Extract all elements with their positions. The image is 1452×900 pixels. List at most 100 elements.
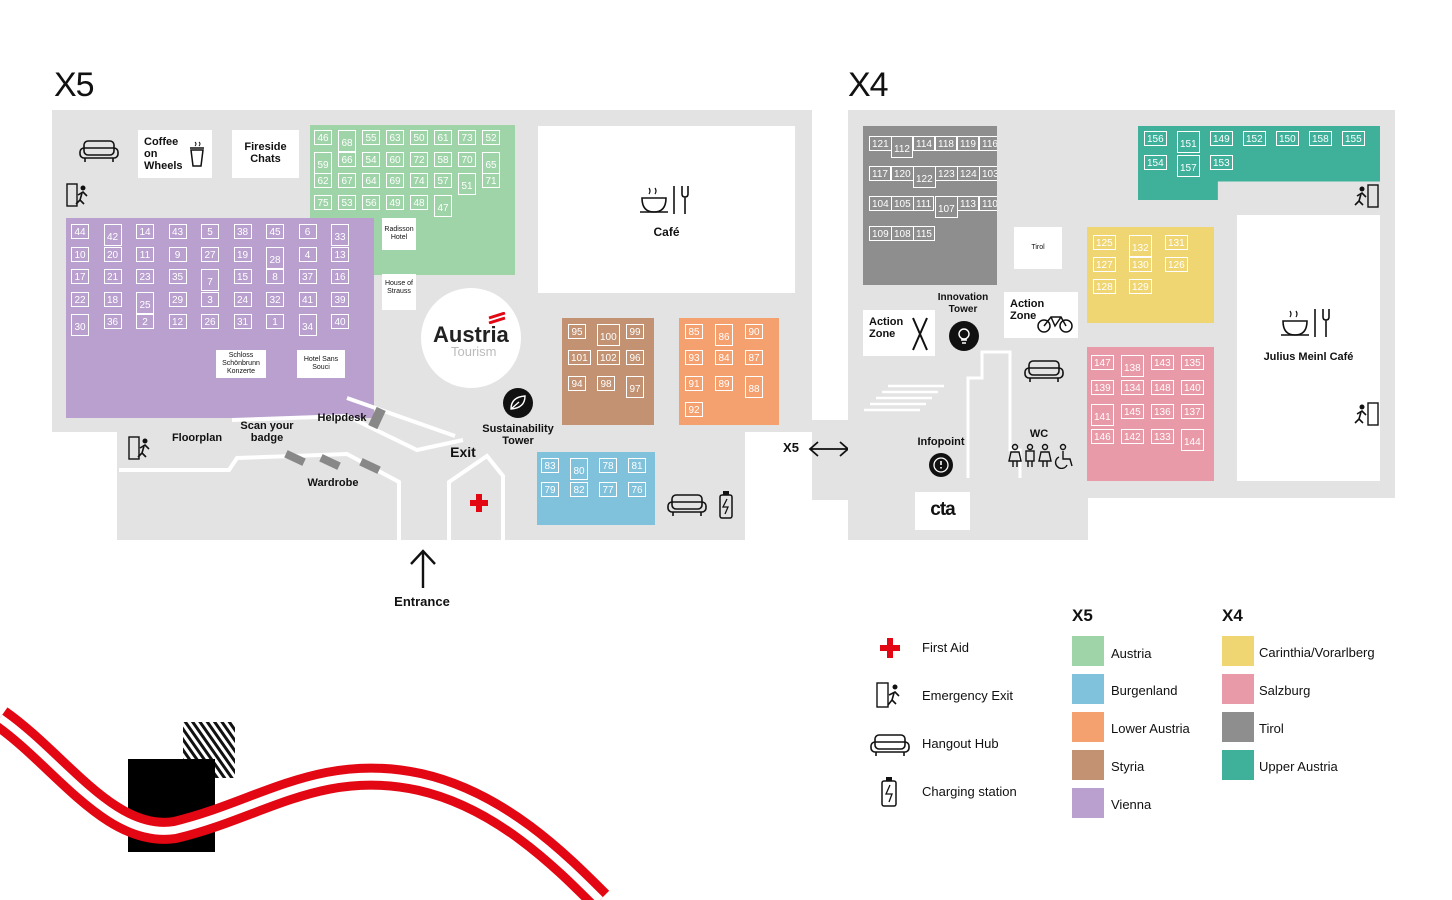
booth-7[interactable]: 7 — [201, 269, 219, 291]
booth-59[interactable]: 59 — [314, 151, 332, 174]
booth-130[interactable]: 130 — [1129, 257, 1152, 272]
booth-65[interactable]: 65 — [482, 151, 500, 174]
booth-92[interactable]: 92 — [685, 402, 703, 417]
booth-50[interactable]: 50 — [410, 130, 428, 145]
booth-99[interactable]: 99 — [626, 324, 644, 339]
booth-30[interactable]: 30 — [71, 314, 89, 336]
booth-90[interactable]: 90 — [745, 324, 763, 339]
booth-78[interactable]: 78 — [599, 458, 617, 473]
coffee-on-wheels-box[interactable]: Coffee on Wheels — [138, 130, 212, 178]
booth-156[interactable]: 156 — [1144, 131, 1167, 146]
booth-18[interactable]: 18 — [103, 291, 122, 307]
booth-41[interactable]: 41 — [298, 291, 317, 307]
booth-46[interactable]: 46 — [314, 130, 332, 145]
booth-98[interactable]: 98 — [597, 376, 615, 391]
booth-145[interactable]: 145 — [1121, 404, 1144, 419]
booth-1[interactable]: 1 — [266, 314, 284, 329]
booth-127[interactable]: 127 — [1093, 257, 1116, 272]
booth-97[interactable]: 97 — [626, 376, 644, 398]
booth-144[interactable]: 144 — [1181, 428, 1204, 451]
booth-128[interactable]: 128 — [1093, 279, 1116, 294]
booth-6[interactable]: 6 — [298, 224, 317, 239]
booth-158[interactable]: 158 — [1309, 131, 1332, 146]
booth-71[interactable]: 71 — [482, 173, 500, 188]
booth-63[interactable]: 63 — [386, 130, 404, 145]
booth-125[interactable]: 125 — [1093, 235, 1116, 250]
booth-28[interactable]: 28 — [266, 246, 284, 269]
booth-13[interactable]: 13 — [331, 246, 349, 262]
booth-81[interactable]: 81 — [628, 458, 646, 473]
booth-112[interactable]: 112 — [891, 136, 913, 158]
booth-96[interactable]: 96 — [626, 350, 644, 365]
booth-150[interactable]: 150 — [1276, 131, 1299, 146]
booth-143[interactable]: 143 — [1151, 355, 1174, 370]
booth-42[interactable]: 42 — [103, 224, 122, 246]
booth-60[interactable]: 60 — [386, 151, 404, 167]
booth-93[interactable]: 93 — [685, 350, 703, 365]
booth-147[interactable]: 147 — [1091, 355, 1114, 370]
booth-91[interactable]: 91 — [685, 376, 703, 391]
booth-126[interactable]: 126 — [1165, 257, 1188, 272]
booth-8[interactable]: 8 — [266, 269, 284, 284]
booth-53[interactable]: 53 — [338, 194, 356, 210]
booth-120[interactable]: 120 — [891, 166, 914, 181]
booth-148[interactable]: 148 — [1151, 379, 1174, 395]
booth-105[interactable]: 105 — [891, 196, 914, 211]
booth-66[interactable]: 66 — [338, 151, 356, 167]
booth-110[interactable]: 110 — [979, 196, 997, 211]
booth-72[interactable]: 72 — [410, 151, 428, 167]
booth-100[interactable]: 100 — [597, 324, 620, 346]
booth-107[interactable]: 107 — [935, 196, 958, 218]
booth-2[interactable]: 2 — [136, 314, 154, 329]
booth-137[interactable]: 137 — [1181, 404, 1204, 419]
booth-24[interactable]: 24 — [233, 291, 252, 307]
booth-121[interactable]: 121 — [869, 136, 892, 151]
booth-108[interactable]: 108 — [891, 226, 914, 241]
booth-69[interactable]: 69 — [386, 173, 404, 188]
booth-17[interactable]: 17 — [71, 269, 89, 284]
booth-79[interactable]: 79 — [541, 481, 559, 497]
booth-57[interactable]: 57 — [434, 173, 452, 188]
booth-32[interactable]: 32 — [266, 291, 284, 307]
booth-54[interactable]: 54 — [362, 151, 380, 167]
booth-20[interactable]: 20 — [103, 246, 122, 262]
booth-34[interactable]: 34 — [298, 314, 317, 336]
booth-19[interactable]: 19 — [233, 246, 252, 262]
booth-85[interactable]: 85 — [685, 324, 703, 339]
booth-35[interactable]: 35 — [168, 269, 187, 284]
booth-38[interactable]: 38 — [233, 224, 252, 239]
booth-141[interactable]: 141 — [1091, 404, 1114, 426]
booth-58[interactable]: 58 — [434, 151, 452, 167]
booth-88[interactable]: 88 — [745, 376, 763, 398]
booth-115[interactable]: 115 — [913, 226, 935, 241]
booth-102[interactable]: 102 — [597, 350, 620, 365]
booth-62[interactable]: 62 — [314, 173, 332, 188]
booth-82[interactable]: 82 — [570, 481, 588, 497]
booth-16[interactable]: 16 — [331, 269, 349, 284]
booth-23[interactable]: 23 — [136, 269, 154, 284]
booth-40[interactable]: 40 — [331, 314, 349, 329]
booth-155[interactable]: 155 — [1342, 131, 1365, 146]
booth-80[interactable]: 80 — [570, 458, 588, 480]
booth-21[interactable]: 21 — [103, 269, 122, 284]
booth-154[interactable]: 154 — [1144, 155, 1167, 170]
booth-47[interactable]: 47 — [434, 194, 452, 217]
booth-12[interactable]: 12 — [168, 314, 187, 329]
booth-103[interactable]: 103 — [979, 166, 997, 181]
booth-75[interactable]: 75 — [314, 194, 332, 210]
booth-116[interactable]: 116 — [979, 136, 997, 151]
booth-33[interactable]: 33 — [331, 224, 349, 246]
booth-73[interactable]: 73 — [458, 130, 476, 145]
booth-64[interactable]: 64 — [362, 173, 380, 188]
booth-83[interactable]: 83 — [541, 458, 559, 473]
booth-131[interactable]: 131 — [1165, 235, 1188, 250]
booth-67[interactable]: 67 — [338, 173, 356, 188]
booth-39[interactable]: 39 — [331, 291, 349, 307]
booth-142[interactable]: 142 — [1121, 428, 1144, 444]
booth-117[interactable]: 117 — [869, 166, 891, 181]
booth-3[interactable]: 3 — [201, 291, 219, 307]
booth-111[interactable]: 111 — [913, 196, 935, 211]
booth-14[interactable]: 14 — [136, 224, 154, 239]
booth-119[interactable]: 119 — [957, 136, 979, 151]
schloss-box[interactable]: Schloss Schönbrunn Konzerte — [216, 350, 266, 378]
